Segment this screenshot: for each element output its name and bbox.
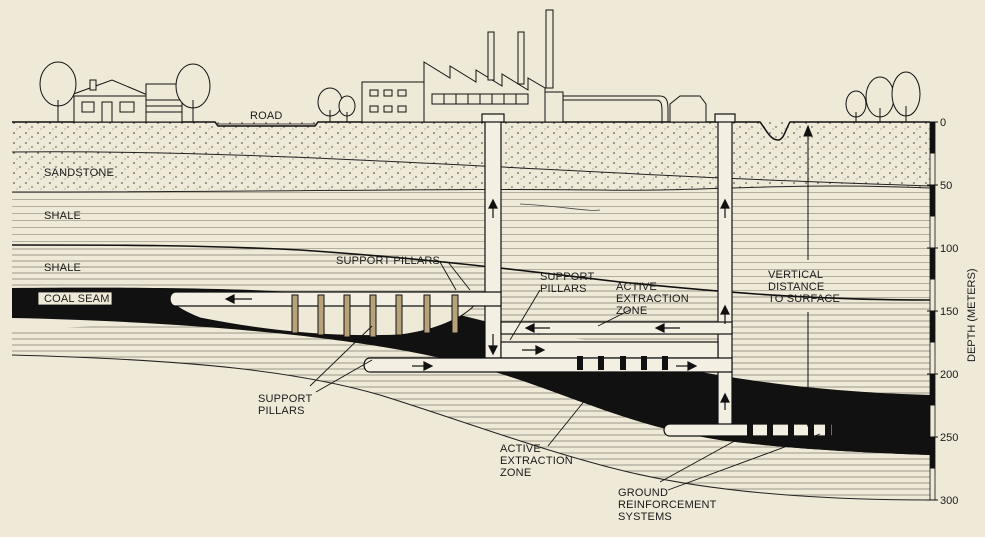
depth-scale-segment bbox=[930, 437, 935, 469]
coal-seam-label: COAL SEAM bbox=[44, 293, 110, 305]
tunnel-upper-left bbox=[170, 292, 501, 306]
active-zone-upper-label-3: ZONE bbox=[616, 305, 647, 317]
depth-tick-label: 250 bbox=[940, 432, 958, 444]
vertical-distance-label-1: VERTICAL bbox=[768, 269, 823, 281]
depth-axis-title: DEPTH (METERS) bbox=[966, 269, 978, 363]
sandstone-label: SANDSTONE bbox=[44, 167, 114, 179]
factory-icon bbox=[362, 10, 706, 122]
depth-scale-segment bbox=[930, 122, 935, 154]
depth-scale-segment bbox=[930, 311, 935, 343]
support-pillars-left-label-2: PILLARS bbox=[258, 405, 305, 417]
depth-tick-label: 50 bbox=[940, 180, 952, 192]
ground-reinforcement-label-2: REINFORCEMENT bbox=[618, 499, 717, 511]
support-pillars-top-label: SUPPORT PILLARS bbox=[336, 255, 440, 267]
depth-tick-label: 0 bbox=[940, 117, 946, 129]
active-zone-lower-label-1: ACTIVE bbox=[500, 443, 541, 455]
strata bbox=[12, 122, 930, 500]
depth-scale-segment bbox=[930, 374, 935, 406]
vertical-distance-label-2: DISTANCE bbox=[768, 281, 824, 293]
sandstone-layer bbox=[12, 122, 930, 192]
support-pillars-mid-label-1: SUPPORT bbox=[540, 271, 594, 283]
tunnel-lower bbox=[364, 358, 732, 372]
depth-scale-segment bbox=[930, 248, 935, 280]
depth-tick-label: 200 bbox=[940, 369, 958, 381]
active-zone-upper-label-2: EXTRACTION bbox=[616, 293, 689, 305]
ground-reinforcement-label-3: SYSTEMS bbox=[618, 511, 672, 523]
shaft-left bbox=[485, 118, 501, 358]
depth-tick-label: 300 bbox=[940, 495, 958, 507]
house-icon bbox=[68, 80, 182, 122]
ground-reinforcement-label-1: GROUND bbox=[618, 487, 668, 499]
depth-tick-label: 100 bbox=[940, 243, 958, 255]
active-zone-upper-label-1: ACTIVE bbox=[616, 281, 657, 293]
depth-scale-segment bbox=[930, 185, 935, 217]
road-label: ROAD bbox=[250, 110, 283, 122]
support-pillars-mid-label-2: PILLARS bbox=[540, 283, 587, 295]
active-zone-lower-label-2: EXTRACTION bbox=[500, 455, 573, 467]
shale-upper-label: SHALE bbox=[44, 210, 81, 222]
depth-axis: 0 50 100 150 200 250 300 DEPTH (METERS) bbox=[927, 117, 978, 507]
support-pillars-left-label-1: SUPPORT bbox=[258, 393, 312, 405]
shale-lower-label: SHALE bbox=[44, 262, 81, 274]
active-zone-lower-label-3: ZONE bbox=[500, 467, 531, 479]
vertical-distance-label-3: TO SURFACE bbox=[768, 293, 840, 305]
depth-tick-label: 150 bbox=[940, 306, 958, 318]
shaft-right bbox=[718, 118, 732, 436]
